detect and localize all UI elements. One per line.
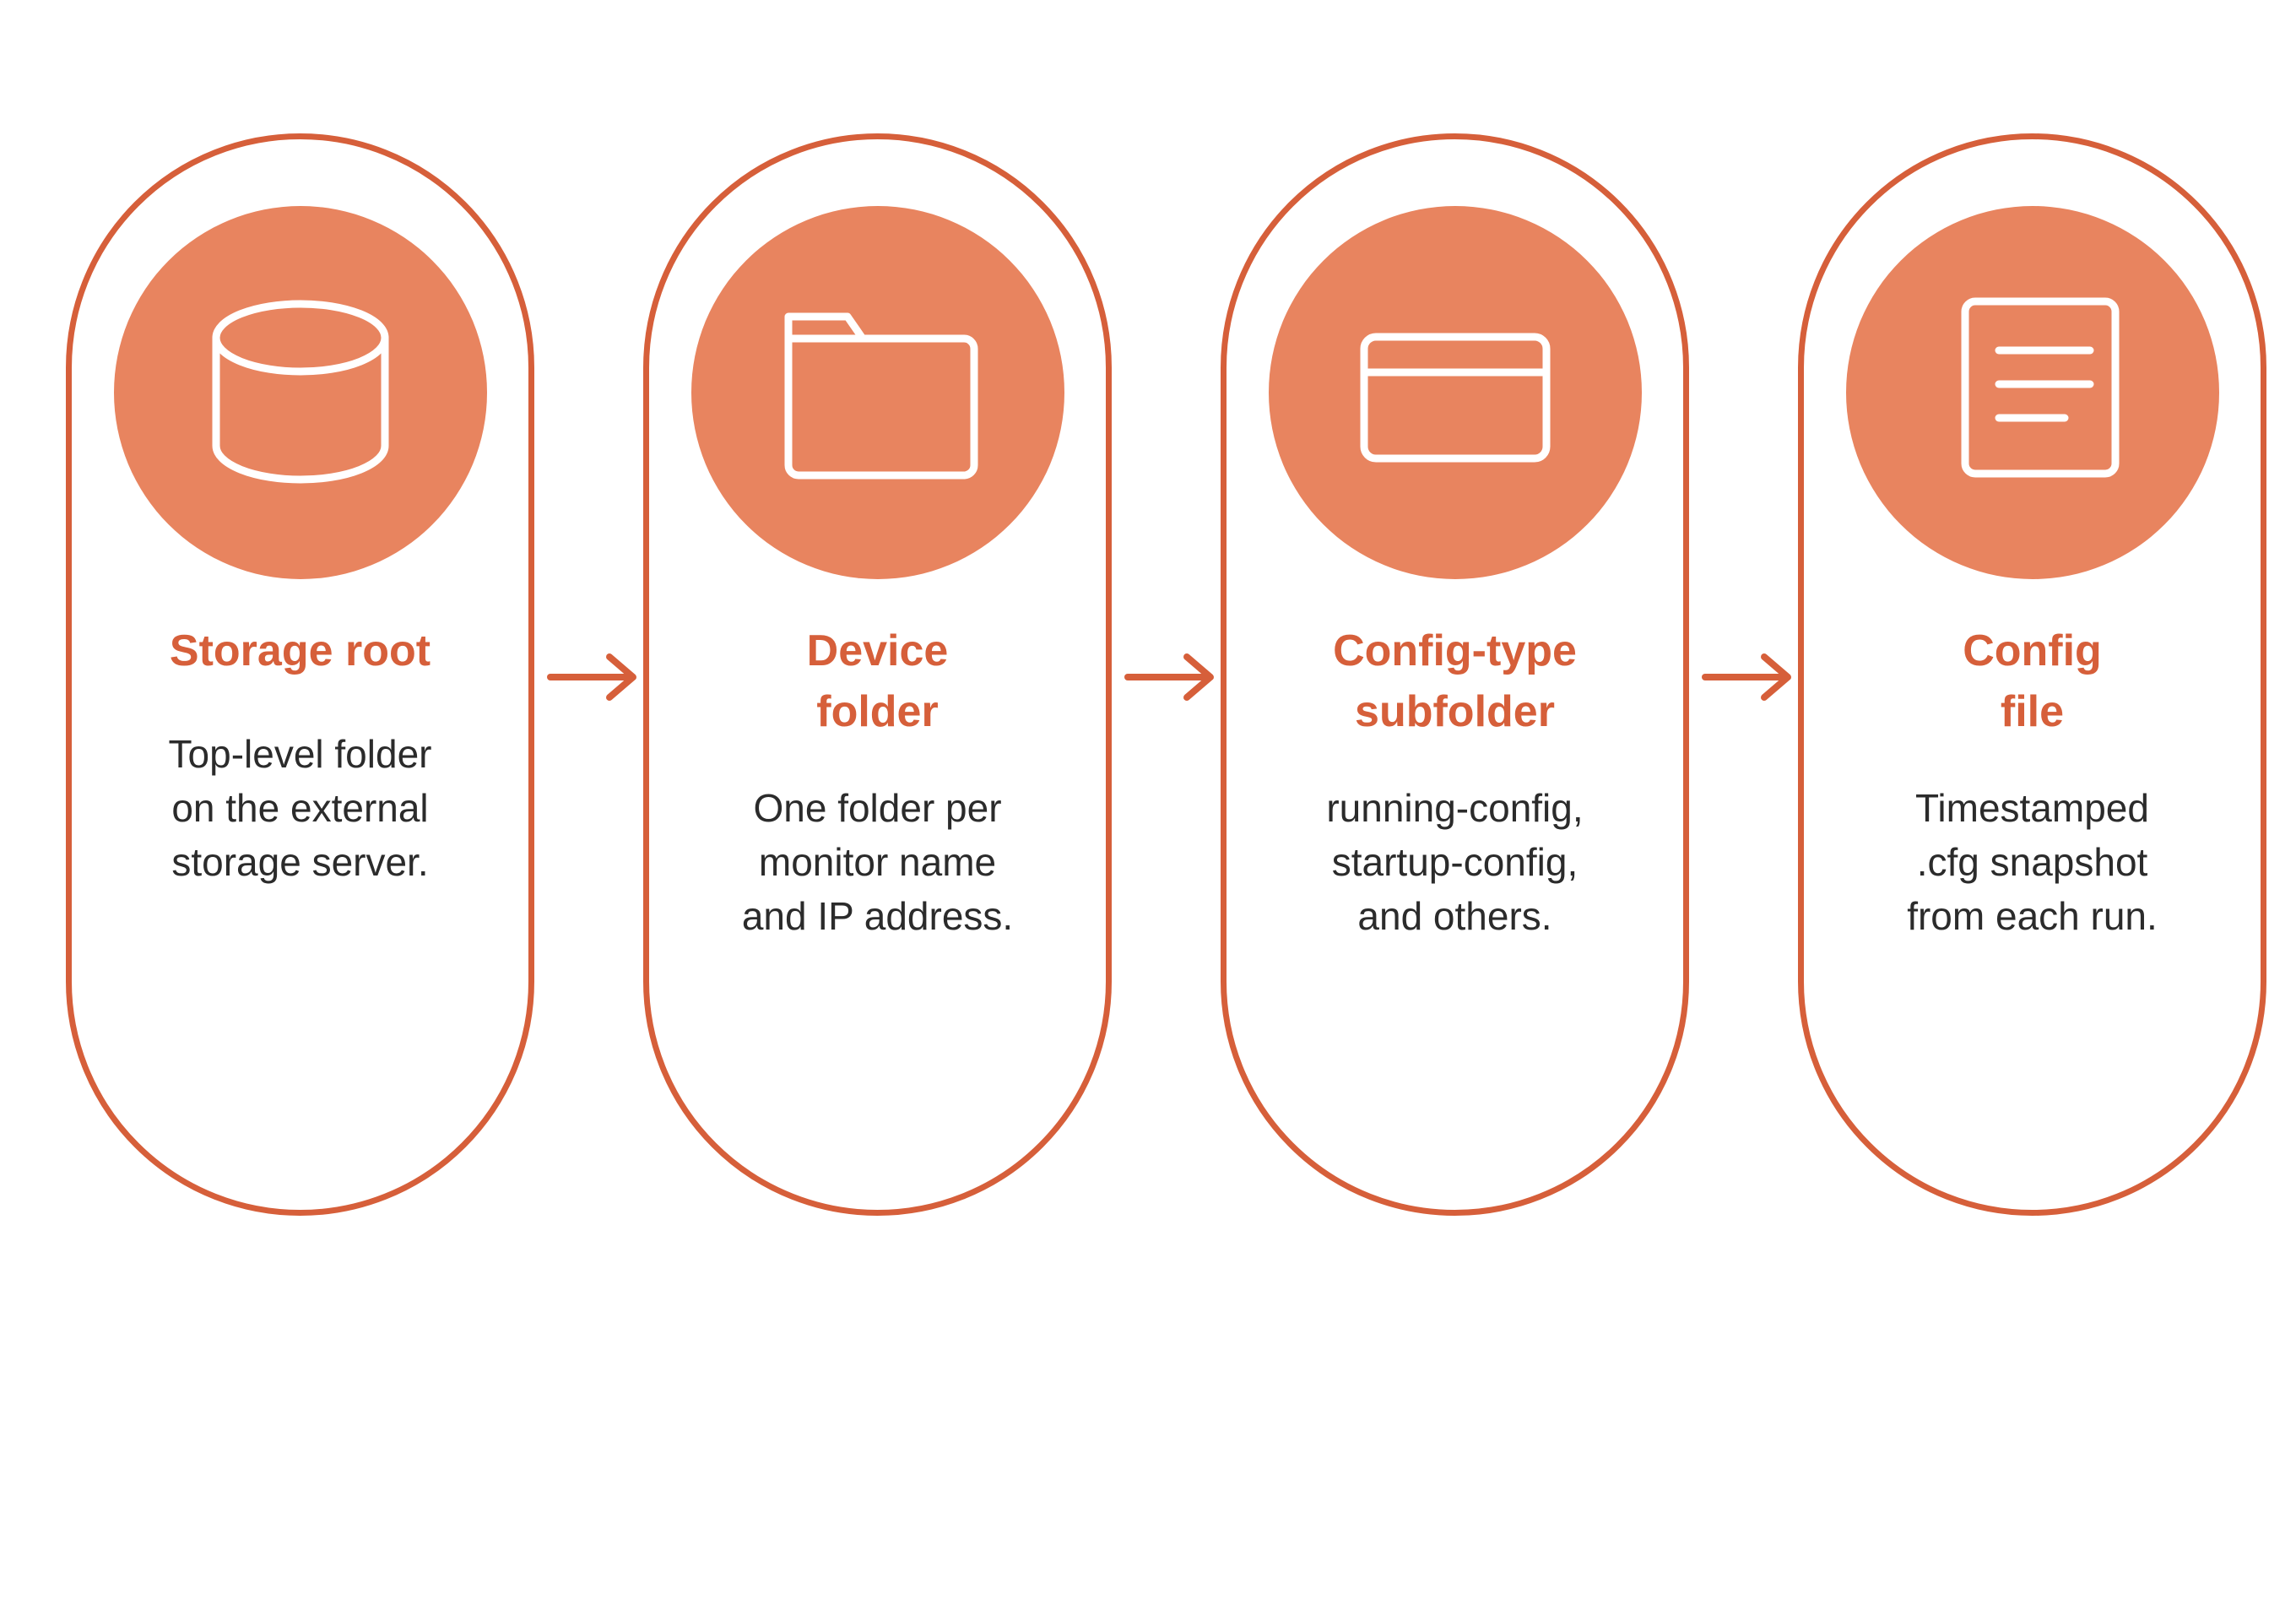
document-icon [1961,297,2119,478]
window-icon [1360,333,1550,463]
arrow-icon [1124,650,1217,704]
step-storage-root: Storage root Top-level folder on the ext… [66,133,534,1216]
step-icon-circle [1268,206,1642,579]
step-icon-circle [690,206,1064,579]
arrow-icon [547,650,640,704]
step-config-file: Config file Timestamped .cfg snapshot fr… [1798,133,2266,1216]
step-description: Timestamped .cfg snapshot from each run. [1907,786,2158,938]
step-config-type-subfolder: Config-type subfolder running-config, st… [1221,133,1689,1216]
step-icon-circle [1845,206,2219,579]
step-device-folder: Device folder One folder per monitor nam… [643,133,1112,1216]
step-icon-circle [113,206,487,579]
folder-icon [784,312,977,480]
step-description: One folder per monitor name and IP addre… [741,786,1014,938]
database-icon [212,300,388,484]
step-title: Storage root [169,626,431,675]
arrow-icon [1702,650,1795,704]
step-title: Config-type subfolder [1333,626,1577,736]
step-description: running-config, startup-config, and othe… [1326,786,1584,938]
step-description: Top-level folder on the external storage… [168,732,432,884]
step-title: Device folder [806,626,949,736]
step-title: Config file [1963,626,2102,736]
